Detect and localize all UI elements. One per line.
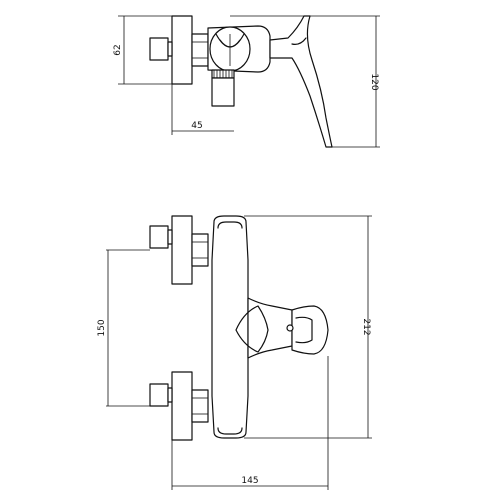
dimension-62-label: 62	[113, 44, 123, 55]
body-transition	[235, 305, 269, 353]
wall-plate-top	[171, 215, 193, 285]
body-highlight	[217, 427, 243, 435]
connector-cap	[149, 37, 169, 61]
front-view: 150 212 145	[97, 215, 372, 490]
connector-cap-top	[149, 225, 169, 249]
eccentric-nut-bottom	[191, 389, 209, 423]
mixer-body-front	[211, 215, 249, 439]
lever-handle-side	[269, 15, 333, 148]
connector-cap-bottom	[149, 383, 169, 407]
connector-stem-top	[167, 229, 173, 245]
connector-stem	[167, 41, 173, 57]
dimension-212-label: 212	[361, 318, 371, 335]
dimension-150-label: 150	[97, 319, 107, 336]
outlet-pipe	[211, 77, 235, 107]
dimension-145-label: 145	[241, 476, 258, 486]
handle-knob	[291, 305, 329, 355]
dimension-120-label: 120	[369, 73, 379, 90]
wall-plate-bottom	[171, 371, 193, 441]
body-highlight	[217, 221, 243, 229]
connector-stem-bottom	[167, 387, 173, 403]
indicator-dot	[286, 324, 294, 332]
handle-detail	[291, 37, 307, 45]
wall-plate	[171, 15, 193, 85]
eccentric-nut	[191, 33, 209, 67]
eccentric-nut-top	[191, 233, 209, 267]
knob-detail	[295, 316, 313, 344]
dimension-45-label: 45	[191, 121, 202, 131]
side-view: 62 120 45 21	[113, 15, 380, 148]
